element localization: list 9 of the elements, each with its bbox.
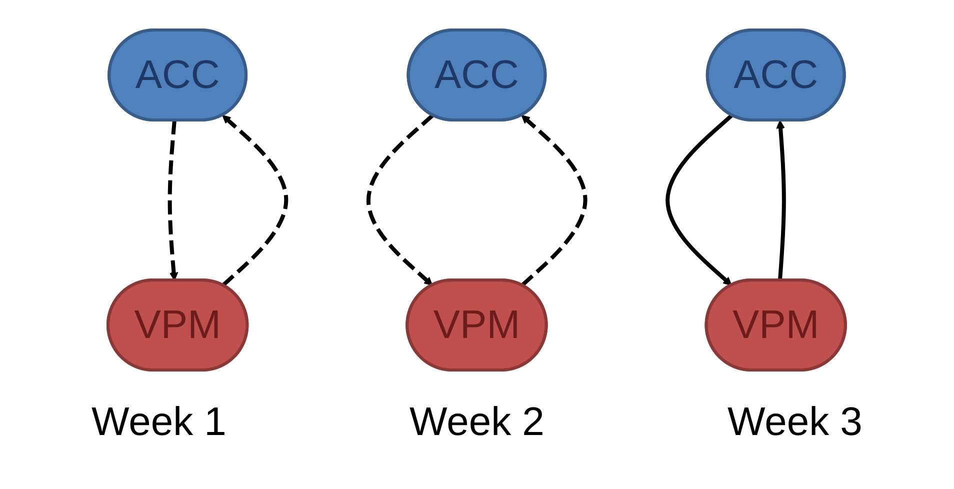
arrow xyxy=(666,114,734,286)
week-label: Week 1 xyxy=(92,400,226,445)
arrow xyxy=(222,114,288,287)
arrow xyxy=(776,120,786,281)
arrow xyxy=(521,114,588,287)
arrow xyxy=(366,114,434,286)
arrow xyxy=(168,120,178,281)
week-label: Week 3 xyxy=(728,400,862,445)
week-label: Week 2 xyxy=(410,400,544,445)
